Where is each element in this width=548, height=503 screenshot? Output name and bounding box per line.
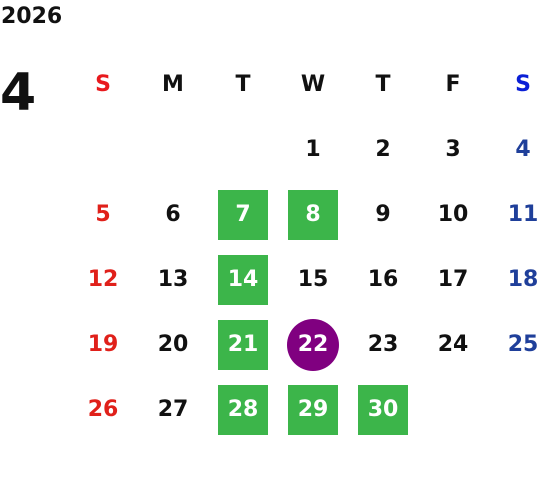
day-number: 19 <box>87 332 119 357</box>
day-number: 6 <box>165 202 181 227</box>
day-number: 3 <box>445 137 461 162</box>
day-cell[interactable]: 3 <box>418 117 488 182</box>
weekday-header: T <box>375 72 391 97</box>
day-cell[interactable]: 19 <box>68 312 138 377</box>
calendar-year: 2026 <box>1 4 63 29</box>
day-cell-marked[interactable]: 8 <box>278 182 348 247</box>
calendar-month: 4 <box>0 63 37 123</box>
day-number: 23 <box>367 332 399 357</box>
day-cell[interactable]: 24 <box>418 312 488 377</box>
day-cell[interactable]: 20 <box>138 312 208 377</box>
day-cell[interactable]: 15 <box>278 247 348 312</box>
day-cell[interactable]: 25 <box>488 312 548 377</box>
day-cell[interactable]: 23 <box>348 312 418 377</box>
day-number: 4 <box>515 137 531 162</box>
day-number: 26 <box>87 397 119 422</box>
day-number: 7 <box>218 189 268 240</box>
day-number: 25 <box>507 332 539 357</box>
day-number: 1 <box>305 137 321 162</box>
day-number: 9 <box>375 202 391 227</box>
day-cell-today[interactable]: 22 <box>278 312 348 377</box>
day-cell[interactable]: 11 <box>488 182 548 247</box>
day-cell-marked[interactable]: 29 <box>278 377 348 442</box>
day-cell-marked[interactable]: 14 <box>208 247 278 312</box>
day-cell-marked[interactable]: 30 <box>348 377 418 442</box>
day-number: 15 <box>297 267 329 292</box>
day-number: 21 <box>218 319 268 370</box>
day-cell[interactable]: 17 <box>418 247 488 312</box>
day-number: 13 <box>157 267 189 292</box>
day-cell[interactable]: 27 <box>138 377 208 442</box>
day-cell[interactable]: 4 <box>488 117 548 182</box>
day-cell[interactable]: 6 <box>138 182 208 247</box>
day-number: 2 <box>375 137 391 162</box>
day-number: 5 <box>95 202 111 227</box>
day-number: 18 <box>507 267 539 292</box>
day-number: 16 <box>367 267 399 292</box>
day-number: 8 <box>288 189 338 240</box>
day-cell[interactable]: 26 <box>68 377 138 442</box>
day-cell[interactable]: 2 <box>348 117 418 182</box>
day-cell[interactable]: 12 <box>68 247 138 312</box>
day-cell[interactable]: 1 <box>278 117 348 182</box>
day-cell[interactable]: 13 <box>138 247 208 312</box>
day-number: 22 <box>287 318 339 371</box>
weekday-header: F <box>445 72 461 97</box>
day-number: 12 <box>87 267 119 292</box>
weekday-header: S <box>515 72 531 97</box>
day-number: 29 <box>288 384 338 435</box>
day-number: 17 <box>437 267 469 292</box>
day-cell-marked[interactable]: 7 <box>208 182 278 247</box>
day-cell[interactable]: 10 <box>418 182 488 247</box>
day-cell[interactable]: 5 <box>68 182 138 247</box>
weekday-header: S <box>95 72 111 97</box>
day-number: 20 <box>157 332 189 357</box>
weekday-header: T <box>235 72 251 97</box>
day-number: 30 <box>358 384 408 435</box>
day-number: 14 <box>218 254 268 305</box>
day-cell[interactable]: 9 <box>348 182 418 247</box>
weekday-header: M <box>162 72 184 97</box>
day-cell[interactable]: 18 <box>488 247 548 312</box>
day-cell[interactable]: 16 <box>348 247 418 312</box>
day-cell-marked[interactable]: 21 <box>208 312 278 377</box>
day-cell-marked[interactable]: 28 <box>208 377 278 442</box>
day-number: 27 <box>157 397 189 422</box>
day-number: 10 <box>437 202 469 227</box>
day-number: 24 <box>437 332 469 357</box>
weekday-header: W <box>300 72 326 97</box>
day-number: 11 <box>507 202 539 227</box>
day-number: 28 <box>218 384 268 435</box>
